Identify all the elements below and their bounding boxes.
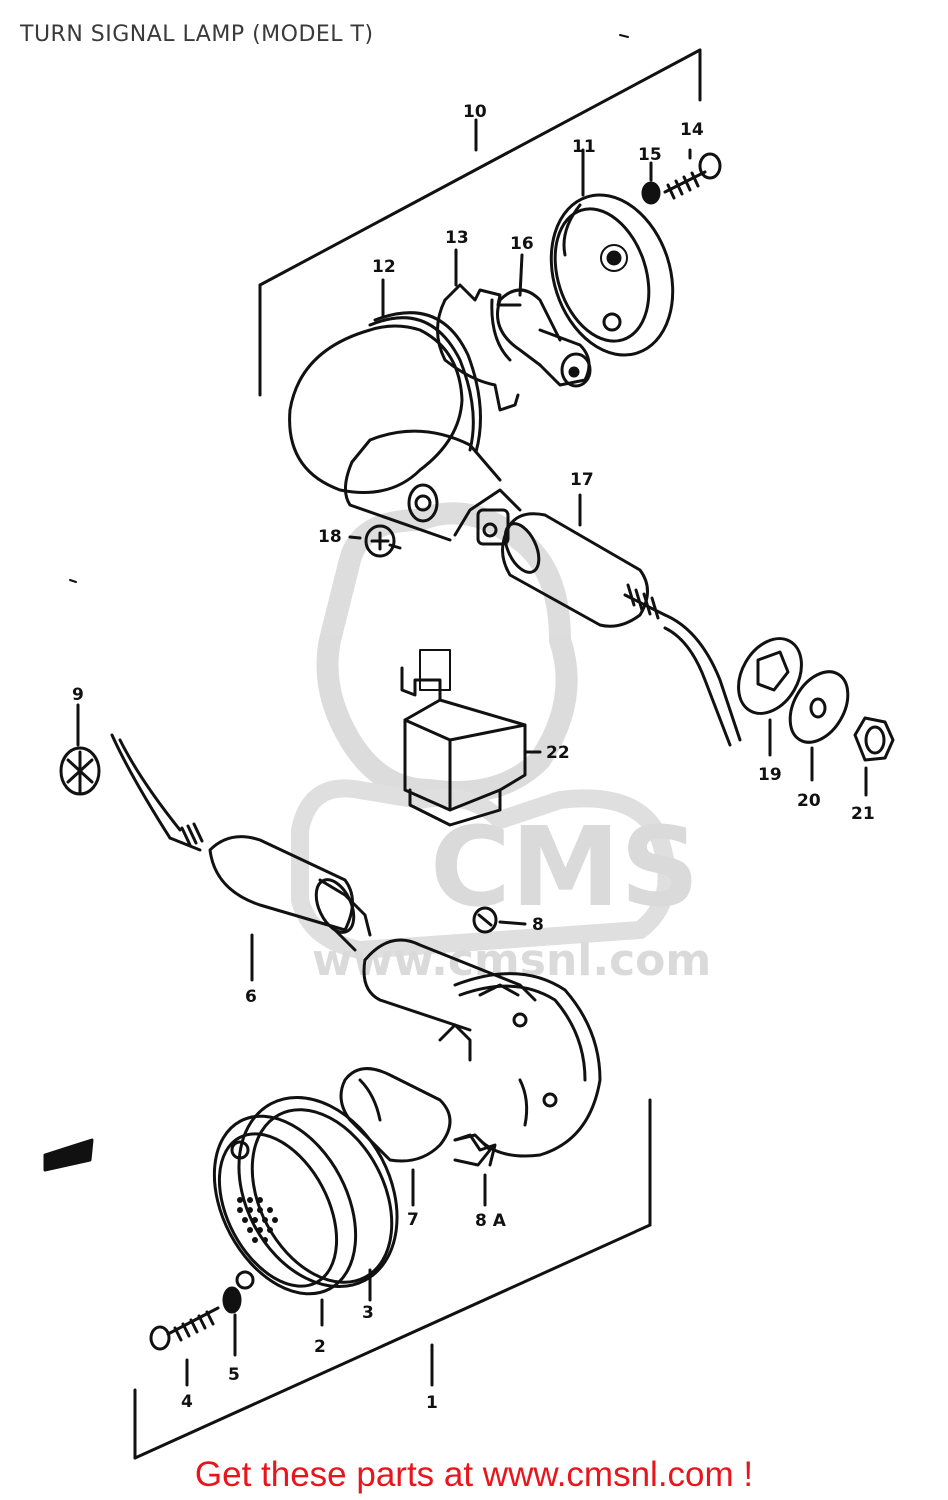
label-17: 17 — [570, 470, 594, 490]
label-20: 20 — [797, 791, 821, 811]
part-5-washer — [222, 1286, 242, 1357]
label-10: 10 — [463, 102, 487, 122]
part-20-washer — [788, 670, 850, 782]
label-2: 2 — [314, 1337, 326, 1357]
part-16-bulb — [496, 253, 592, 388]
part-8a-clip — [453, 1133, 497, 1207]
watermark-brand: CMS — [430, 803, 699, 931]
label-11: 11 — [572, 137, 596, 157]
watermark-url: www.cmsnl.com — [312, 935, 711, 986]
label-14: 14 — [680, 120, 704, 140]
label-12: 12 — [372, 257, 396, 277]
lower-cable — [110, 733, 204, 852]
label-6: 6 — [245, 987, 257, 1007]
part-4-screw — [149, 1306, 220, 1387]
bracket-1 — [133, 1098, 652, 1460]
label-1: 1 — [426, 1393, 438, 1413]
part-7-bulb — [339, 1067, 452, 1207]
diagram-artifacts — [43, 34, 629, 1172]
part-6-stem — [208, 835, 372, 982]
part-14-screw — [663, 148, 722, 200]
label-8: 8 — [532, 915, 544, 935]
part-15-washer — [641, 161, 661, 205]
label-13: 13 — [445, 228, 469, 248]
footer-link[interactable]: Get these parts at www.cmsnl.com ! — [194, 1455, 754, 1494]
part-19-lock-washer — [737, 637, 803, 757]
upper-housing — [288, 324, 522, 546]
part-22-relay — [400, 649, 542, 827]
part-18-screw — [348, 524, 402, 558]
label-8a: 8 A — [475, 1211, 507, 1231]
part-17-stem — [501, 493, 742, 747]
label-21: 21 — [851, 804, 875, 824]
part-9-grommet — [59, 703, 101, 796]
watermark: CMS www.cmsnl.com — [291, 502, 711, 986]
label-16: 16 — [510, 234, 534, 254]
bracket-10 — [258, 48, 702, 397]
label-18: 18 — [318, 527, 342, 547]
label-4: 4 — [181, 1392, 193, 1412]
label-3: 3 — [362, 1303, 374, 1323]
label-22: 22 — [546, 743, 570, 763]
label-19: 19 — [758, 765, 782, 785]
lower-housing — [362, 938, 602, 1167]
part-21-nut — [853, 716, 895, 797]
label-7: 7 — [407, 1210, 419, 1230]
part-8-screw — [472, 906, 527, 934]
part-11-lens — [549, 148, 675, 357]
part-12-gasket — [368, 278, 482, 454]
page-title: TURN SIGNAL LAMP (MODEL T) — [20, 22, 374, 47]
watermark-mascot — [316, 502, 578, 803]
part-labels: 10 11 14 15 13 16 12 17 18 9 22 19 20 21… — [72, 102, 875, 1413]
label-9: 9 — [72, 685, 84, 705]
part-3-rim — [237, 1095, 399, 1302]
label-5: 5 — [228, 1365, 240, 1385]
label-15: 15 — [638, 145, 662, 165]
part-2-lens — [212, 1114, 358, 1327]
